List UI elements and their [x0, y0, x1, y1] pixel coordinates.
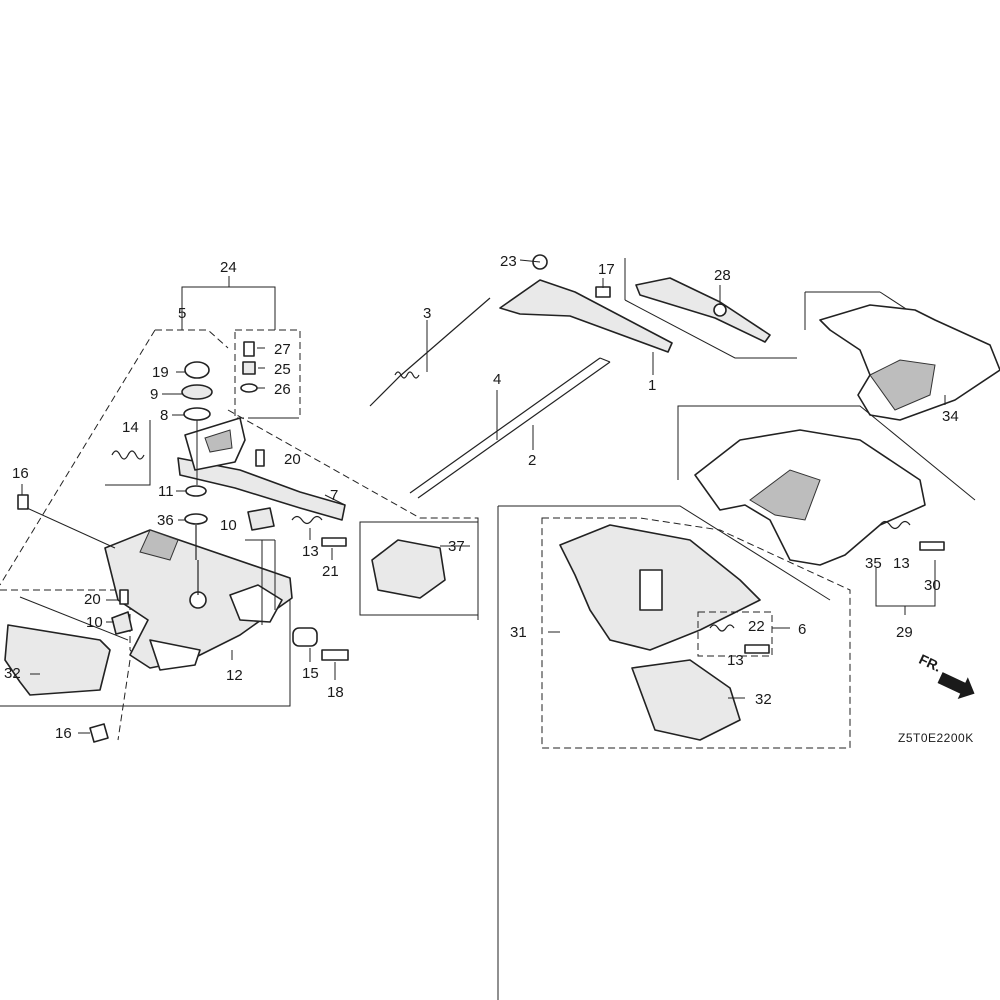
callout-11: 11: [158, 483, 174, 500]
callout-8: 8: [160, 407, 168, 424]
spring-13-lower: [709, 624, 735, 632]
nut-25: [242, 361, 256, 375]
spring-13-right: [879, 520, 911, 530]
callout-9: 9: [150, 386, 158, 403]
callout-10-lower: 10: [86, 614, 103, 631]
bolt-30: [919, 541, 945, 551]
throttle-cable-3: [369, 297, 491, 407]
lever-1: [499, 279, 673, 353]
callout-29: 29: [896, 624, 913, 641]
callout-17: 17: [598, 261, 615, 278]
nut-19: [184, 361, 210, 379]
collar-15: [292, 627, 318, 647]
callout-23: 23: [500, 253, 517, 270]
assembly-31-boundary: [541, 517, 851, 749]
cable-group: [369, 297, 611, 499]
callout-20-lower: 20: [84, 591, 101, 608]
bracket-37: [371, 539, 446, 599]
callout-16-lower: 16: [55, 725, 72, 742]
bolt-27: [243, 341, 255, 357]
spring-13-left: [291, 515, 323, 525]
callout-16-upper: 16: [12, 465, 29, 482]
callout-27: 27: [274, 341, 291, 358]
callout-13-right: 13: [893, 555, 910, 572]
callout-24: 24: [220, 259, 237, 276]
bolt-16-upper: [17, 494, 29, 510]
callout-5: 5: [178, 305, 186, 322]
callout-36: 36: [157, 512, 174, 529]
callout-22: 22: [748, 618, 765, 635]
cover-29-group: [677, 405, 976, 615]
control-lever-7: [177, 457, 346, 521]
callout-35: 35: [865, 555, 882, 572]
bracket-24: [181, 286, 276, 330]
assembly-5-boundary: [155, 329, 229, 349]
bolt-22: [744, 644, 770, 654]
plate-32-right: [631, 659, 741, 741]
assembly-31-group: [497, 505, 851, 1000]
washer-26: [240, 383, 258, 393]
callout-1: 1: [648, 377, 656, 394]
leader-lines: [21, 259, 946, 734]
washer-8: [183, 407, 211, 421]
callout-21: 21: [322, 563, 339, 580]
callout-6: 6: [798, 621, 806, 638]
clip-10-lower: [111, 611, 133, 635]
washer-36: [184, 513, 208, 525]
callout-4: 4: [493, 371, 501, 388]
screw-17: [595, 286, 611, 298]
assembly-37-box: [359, 521, 479, 616]
drawing-code: Z5T0E2200K: [898, 731, 974, 745]
callout-15: 15: [302, 665, 319, 682]
callout-10-upper: 10: [220, 517, 237, 534]
direction-label: FR.: [917, 651, 944, 675]
callout-18: 18: [327, 684, 344, 701]
front-arrow: [937, 672, 975, 700]
callout-34: 34: [942, 408, 959, 425]
front-arrow-icon: [937, 672, 975, 700]
spring-14: [111, 450, 145, 460]
callout-31: 31: [510, 624, 527, 641]
bracket-28: [635, 277, 771, 343]
callout-7: 7: [330, 487, 338, 504]
left-assembly-group: [0, 276, 479, 743]
upper-lever-group: [499, 254, 797, 359]
callout-13-left: 13: [302, 543, 319, 560]
callout-28: 28: [714, 267, 731, 284]
cover-34-group: [804, 291, 1000, 421]
rod-2: [409, 357, 601, 494]
bolt-18: [321, 649, 349, 661]
bolt-21: [321, 537, 347, 547]
plate-32-left: [4, 624, 111, 696]
callout-30: 30: [924, 577, 941, 594]
bolt-16-lower: [89, 723, 109, 743]
callout-25: 25: [274, 361, 291, 378]
shaft: [639, 569, 663, 611]
callout-14: 14: [122, 419, 139, 436]
callout-19: 19: [152, 364, 169, 381]
callout-13-lower: 13: [727, 652, 744, 669]
callout-26: 26: [274, 381, 291, 398]
callout-32-left: 32: [4, 665, 21, 682]
callout-12: 12: [226, 667, 243, 684]
subassembly-box-25-27: [234, 329, 301, 419]
callout-20-upper: 20: [284, 451, 301, 468]
callout-labels: 24 5 27 25 26 19 9 8 14 20 11 36 7 10 16…: [4, 253, 974, 745]
bolt-20-lower: [119, 589, 129, 605]
callout-32-right: 32: [755, 691, 772, 708]
bolt-20-upper: [255, 449, 265, 467]
callout-2: 2: [528, 452, 536, 469]
washer-11: [185, 485, 207, 497]
callout-3: 3: [423, 305, 431, 322]
clip-10-upper: [247, 507, 275, 531]
lever-9: [181, 384, 213, 400]
